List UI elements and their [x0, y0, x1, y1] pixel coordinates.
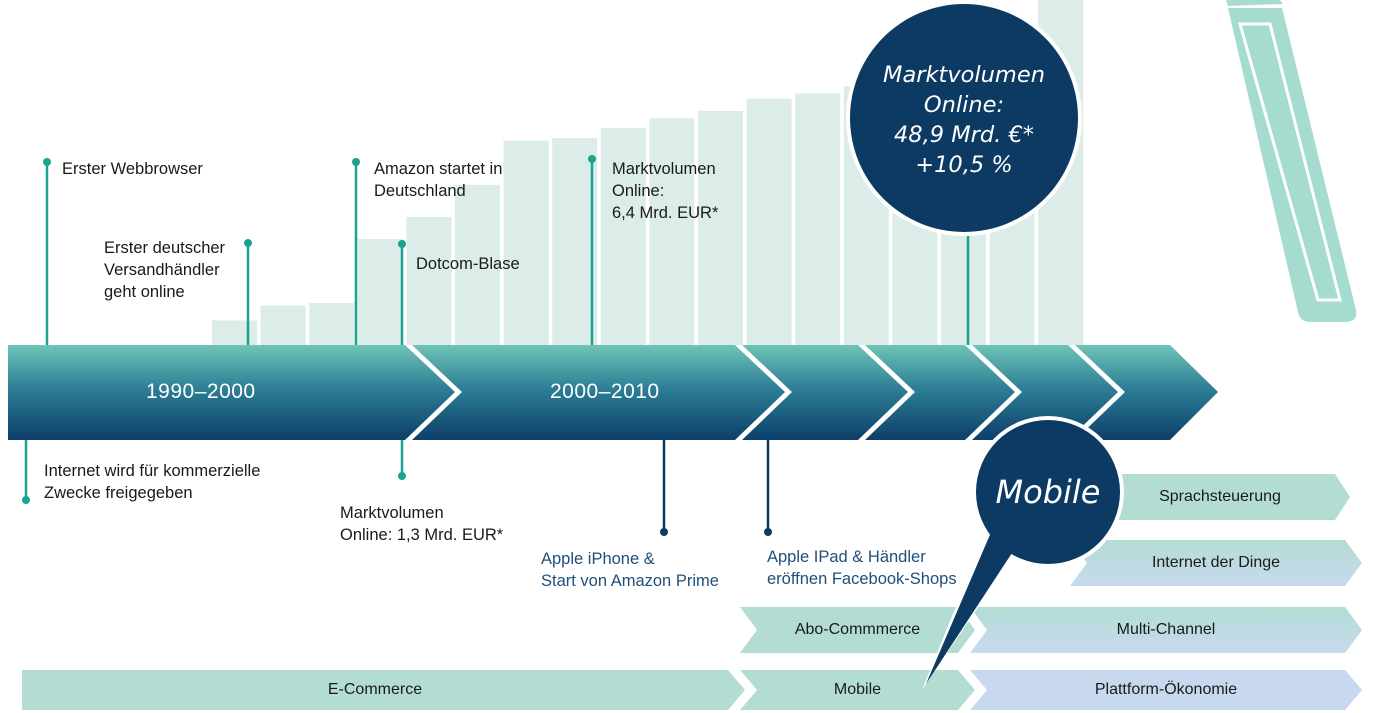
market-volume-line-2: Online: — [923, 92, 1005, 118]
band-ecommerce-label: E-Commerce — [327, 681, 423, 698]
growth-bar — [455, 184, 500, 345]
market-volume-bubble — [846, 0, 1082, 345]
event-dotcom-bubble: Dotcom-Blase — [416, 255, 520, 273]
pin-dot — [22, 496, 30, 504]
mobile-bubble-text: Mobile — [995, 473, 1101, 511]
band-ecommerce — [22, 670, 745, 710]
band-multichannel — [970, 607, 1362, 653]
event-internet-commercial: Internet wird für kommerzielle Zwecke fr… — [44, 462, 261, 502]
event-first-retailer-online: Erster deutscher Versandhändler geht onl… — [104, 239, 226, 301]
market-volume-text: Marktvolumen Online: 48,9 Mrd. €* +10,5 … — [856, 60, 1072, 180]
event-pins — [22, 155, 772, 536]
band-abo-label: Abo-Commmerce — [794, 621, 921, 638]
growth-bar — [212, 320, 257, 345]
event-ipad-facebook-shops: Apple IPad & Händler eröffnen Facebook-S… — [767, 548, 957, 588]
growth-bar — [698, 110, 743, 346]
trend-bands — [22, 474, 1362, 710]
magnifier-icon — [1196, 0, 1357, 322]
growth-bar — [406, 216, 452, 345]
growth-bar — [260, 305, 306, 345]
growth-bar — [552, 138, 598, 345]
band-iot — [1070, 540, 1362, 586]
band-multichannel-label: Multi-Channel — [1116, 621, 1216, 638]
band-iot-label: Internet der Dinge — [1151, 554, 1281, 571]
event-market-volume-1-3: Marktvolumen Online: 1,3 Mrd. EUR* — [340, 504, 504, 544]
market-volume-line-1: Marktvolumen — [883, 62, 1045, 88]
era-label-1990-2000: 1990–2000 — [146, 380, 256, 403]
market-volume-line-4: +10,5 % — [915, 152, 1013, 178]
mobile-bubble — [922, 416, 1124, 690]
growth-bar — [600, 128, 646, 345]
pin-dot — [764, 528, 772, 536]
pin-dot — [588, 155, 596, 163]
band-abo — [740, 607, 975, 653]
band-voice — [1090, 474, 1350, 520]
growth-bar — [649, 118, 695, 345]
pin-dot — [398, 240, 406, 248]
band-platform-label: Plattform-Ökonomie — [1094, 681, 1238, 698]
era-label-2000-2010: 2000–2010 — [550, 380, 660, 403]
growth-bar — [309, 303, 355, 345]
growth-bar — [795, 93, 841, 345]
event-first-browser: Erster Webbrowser — [62, 160, 203, 178]
pin-dot — [398, 472, 406, 480]
growth-bar — [357, 239, 403, 345]
timeline-arrow — [8, 345, 1218, 440]
band-voice-label: Sprachsteuerung — [1159, 488, 1281, 505]
pin-dot — [43, 158, 51, 166]
event-market-volume-6-4: Marktvolumen Online: 6,4 Mrd. EUR* — [612, 160, 719, 222]
event-amazon-germany: Amazon startet in Deutschland — [374, 160, 503, 200]
market-volume-line-3: 48,9 Mrd. €* — [893, 122, 1035, 148]
band-platform — [970, 670, 1362, 710]
pin-dot — [244, 239, 252, 247]
pin-dot — [660, 528, 668, 536]
event-iphone-prime: Apple iPhone & Start von Amazon Prime — [541, 550, 719, 590]
band-mobile — [740, 670, 975, 710]
band-mobile-label: Mobile — [833, 681, 882, 698]
growth-bar — [746, 98, 792, 345]
growth-bar — [503, 140, 549, 345]
pin-dot — [352, 158, 360, 166]
